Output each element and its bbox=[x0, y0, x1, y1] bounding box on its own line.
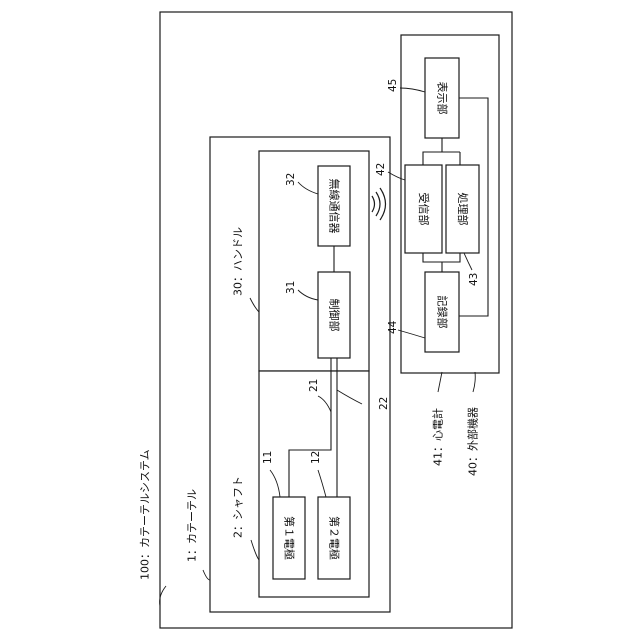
receiver-unit-label: 受信部 bbox=[417, 193, 431, 226]
ecg-label: 41：心電計 bbox=[431, 408, 445, 466]
ref-12: 12 bbox=[310, 451, 322, 464]
system-label: 100：カテーテルシステム bbox=[139, 449, 152, 580]
display-unit-label: 表示部 bbox=[436, 82, 450, 115]
ref-44: 44 bbox=[387, 320, 399, 334]
shaft-label: 2：シャフト bbox=[232, 476, 245, 538]
ref-11: 11 bbox=[262, 451, 274, 464]
electrode-2-label: 第２電極 bbox=[328, 516, 342, 560]
external-device-label: 40：外部機器 bbox=[466, 407, 480, 476]
handle-frame bbox=[259, 151, 369, 371]
ref-45: 45 bbox=[387, 79, 399, 92]
recording-unit-label: 記録部 bbox=[436, 296, 450, 329]
ref-22: 22 bbox=[378, 397, 390, 410]
catheter-label: 1：カテーテル bbox=[186, 489, 199, 562]
processing-unit-label: 処理部 bbox=[456, 193, 470, 226]
handle-label: 30：ハンドル bbox=[232, 227, 245, 296]
electrode-1-label: 第１電極 bbox=[283, 516, 297, 560]
ref-21: 21 bbox=[308, 379, 320, 392]
ref-31: 31 bbox=[285, 281, 297, 294]
ref-32: 32 bbox=[285, 173, 297, 186]
control-unit-label: 制御部 bbox=[328, 299, 342, 332]
wireless-communicator-label: 無線通信器 bbox=[328, 179, 342, 234]
ref-43: 43 bbox=[468, 273, 480, 286]
ref-42: 42 bbox=[375, 163, 387, 176]
